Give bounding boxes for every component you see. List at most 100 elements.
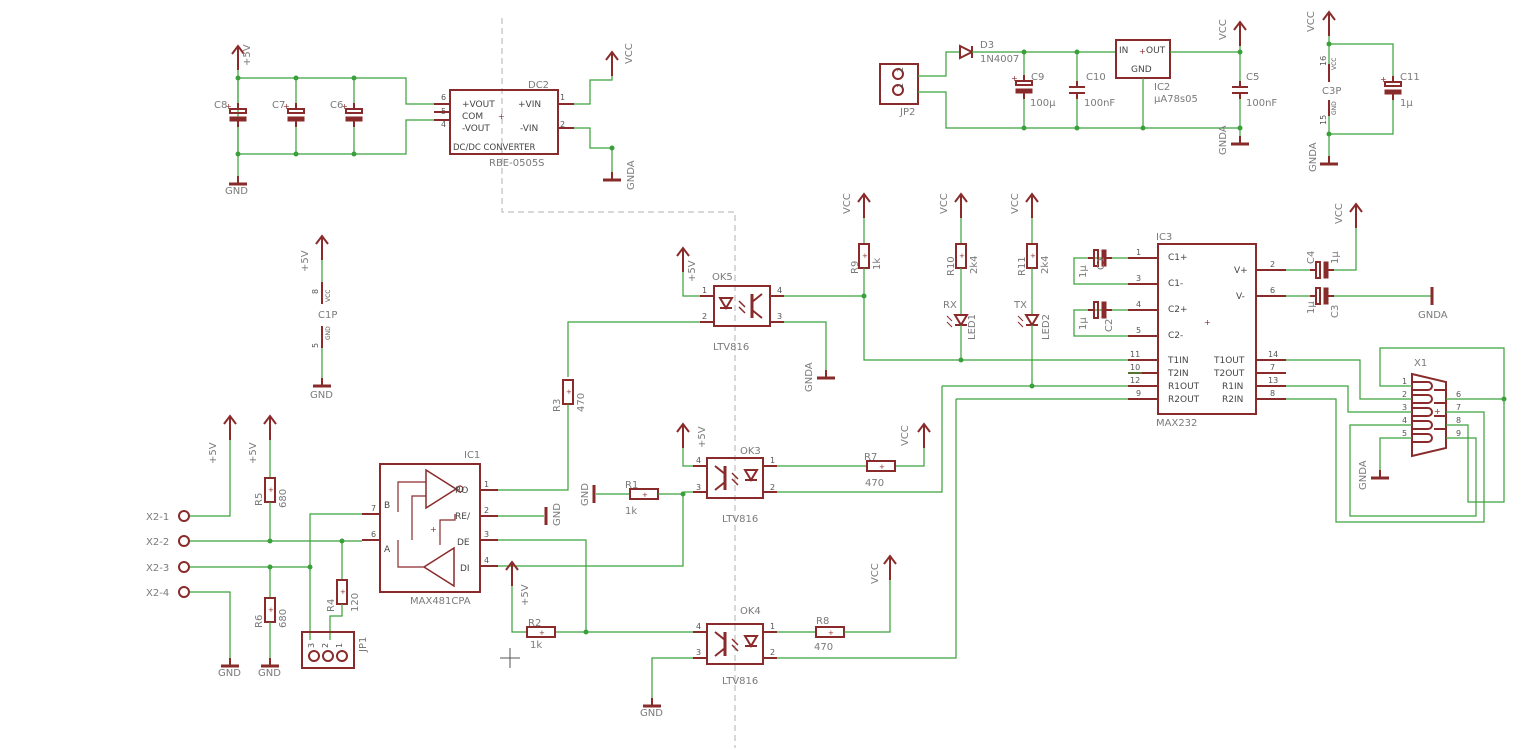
svg-text:9: 9: [1136, 389, 1141, 398]
svg-text:5: 5: [1136, 326, 1141, 335]
svg-text:JP1: JP1: [358, 637, 369, 653]
svg-text:D3: D3: [980, 40, 994, 51]
svg-text:470: 470: [576, 393, 587, 412]
svg-text:2: 2: [1402, 390, 1407, 399]
svg-text:+: +: [1434, 407, 1441, 416]
svg-text:10: 10: [1130, 363, 1140, 372]
svg-text:15: 15: [1319, 115, 1328, 125]
svg-text:RE/: RE/: [455, 512, 471, 522]
svg-text:DE: DE: [457, 538, 470, 548]
terminal-x2-4[interactable]: [178, 586, 190, 598]
supply-symbol-5v: [263, 415, 277, 441]
svg-text:+5V: +5V: [520, 584, 531, 606]
resistor-r11: [1026, 243, 1038, 269]
supply-symbol-vcc: [605, 51, 619, 77]
svg-text:R2OUT: R2OUT: [1168, 395, 1200, 405]
svg-text:T2OUT: T2OUT: [1213, 369, 1245, 379]
svg-text:GND: GND: [325, 326, 332, 340]
ground-symbol: [641, 696, 663, 708]
capacitor-c11: [1379, 74, 1402, 101]
svg-text:7: 7: [371, 504, 376, 513]
svg-text:X2-1: X2-1: [146, 512, 169, 523]
terminal-x2-2[interactable]: [178, 535, 190, 547]
svg-text:C9: C9: [1031, 72, 1044, 83]
svg-text:470: 470: [814, 642, 833, 653]
svg-text:R8: R8: [816, 616, 829, 627]
supply-symbol-5v: [676, 423, 690, 449]
svg-text:C1: C1: [1096, 257, 1107, 270]
svg-text:3: 3: [484, 530, 489, 539]
ground-symbol-gnda: [1369, 468, 1391, 480]
decoupling-c1p: +5V 8 VCC C1P 5 GND GND: [300, 235, 337, 401]
ground-symbol-gnda: [815, 368, 837, 380]
svg-text:T2IN: T2IN: [1167, 369, 1189, 379]
svg-text:OK4: OK4: [740, 606, 761, 617]
c1p-label: C1P: [318, 310, 337, 321]
svg-text:3: 3: [307, 643, 316, 648]
svg-text:RO: RO: [455, 486, 468, 496]
svg-text:2: 2: [560, 120, 565, 129]
svg-text:OUT: OUT: [1146, 46, 1166, 56]
jumper-jp1[interactable]: [301, 631, 355, 669]
svg-text:IN: IN: [1119, 46, 1128, 56]
svg-text:GNDA: GNDA: [626, 160, 637, 190]
svg-text:V-: V-: [1236, 292, 1245, 302]
svg-text:4: 4: [1136, 300, 1141, 309]
svg-text:+: +: [1204, 318, 1211, 327]
regulator-section: 2 1 JP2 D3 1N4007 IN OUT GND + IC2 µA78s…: [879, 19, 1277, 155]
supply-symbol-vcc: [1322, 11, 1336, 37]
svg-text:2: 2: [896, 67, 905, 72]
svg-text:7: 7: [1270, 363, 1275, 372]
svg-text:2: 2: [770, 648, 775, 657]
svg-text:6: 6: [1270, 286, 1275, 295]
svg-text:VCC: VCC: [939, 193, 950, 214]
svg-text:+5V: +5V: [248, 442, 259, 464]
svg-text:GND: GND: [310, 390, 333, 401]
optocoupler-ok3: +5V OK3 LTV816 4 3 1 2 R7 470 VCC: [676, 386, 943, 525]
svg-text:LTV816: LTV816: [722, 514, 758, 525]
svg-text:4: 4: [1402, 416, 1407, 425]
ic1-max481: IC1 MAX481CPA + B A RO RE/ DE DI 1 2 3 4…: [362, 450, 587, 630]
svg-text:3: 3: [696, 483, 701, 492]
svg-text:1: 1: [484, 480, 489, 489]
svg-text:C1+: C1+: [1168, 253, 1188, 263]
terminal-x2-1[interactable]: [178, 510, 190, 522]
svg-text:1µ: 1µ: [1400, 98, 1413, 109]
svg-text:+5V: +5V: [697, 426, 708, 448]
decoupling-c3p: VCC 16 VCC C3P 15 GND C11 1µ GNDA: [1306, 11, 1420, 172]
supply-symbol-vcc: [1349, 203, 1363, 229]
max481-body: [379, 463, 481, 593]
svg-text:GND: GND: [552, 503, 563, 526]
svg-text:LED2: LED2: [1041, 314, 1052, 340]
svg-text:4: 4: [696, 622, 701, 631]
resistor-r3: [562, 379, 574, 405]
svg-text:R11: R11: [1017, 256, 1028, 276]
resistor-r4: [336, 579, 348, 605]
svg-text:4: 4: [441, 120, 446, 129]
svg-text:3: 3: [777, 312, 782, 321]
svg-text:2: 2: [1270, 260, 1275, 269]
supply-symbol-vcc: [883, 555, 897, 581]
svg-text:VCC: VCC: [1334, 203, 1345, 224]
capacitor-c9: [1010, 73, 1033, 100]
svg-text:-VIN: -VIN: [520, 124, 538, 134]
svg-text:GND: GND: [258, 668, 281, 679]
svg-text:R10: R10: [946, 256, 957, 276]
svg-text:2k4: 2k4: [1040, 255, 1051, 274]
svg-text:IC1: IC1: [464, 450, 480, 461]
svg-text:6: 6: [371, 530, 376, 539]
ground-symbol: [227, 174, 249, 186]
svg-text:COM: COM: [462, 112, 483, 122]
svg-text:X2-2: X2-2: [146, 537, 169, 548]
supply-symbol-vcc: [1233, 21, 1247, 47]
ground-symbol-gnda: [601, 170, 623, 182]
svg-text:100nF: 100nF: [1084, 98, 1115, 109]
svg-text:LTV816: LTV816: [713, 342, 749, 353]
dc2-name: DC2: [528, 80, 549, 91]
svg-text:R6: R6: [254, 615, 265, 628]
svg-text:R1: R1: [625, 480, 638, 491]
svg-text:DI: DI: [460, 564, 470, 574]
svg-text:4: 4: [696, 456, 701, 465]
terminal-x2-3[interactable]: [178, 561, 190, 573]
